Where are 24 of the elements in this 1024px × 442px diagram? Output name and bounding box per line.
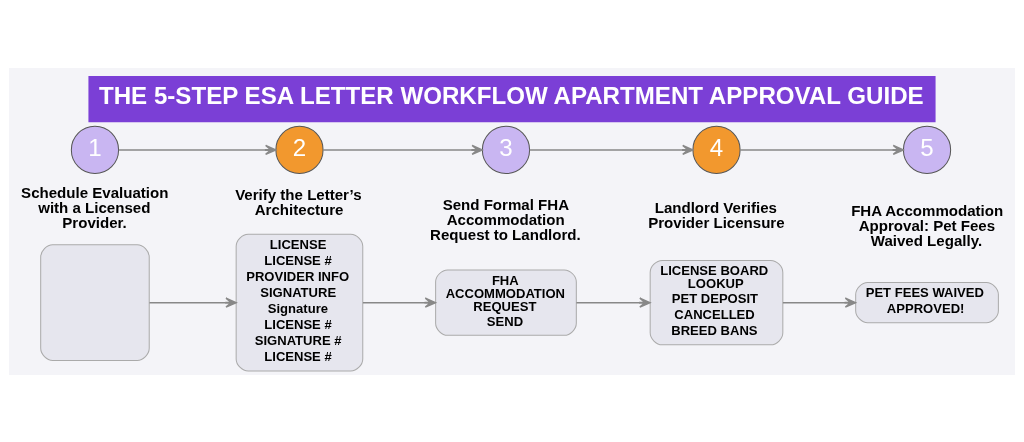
node-box: LICENSE BOARD LOOKUP PET DEPOSIT CANCELLED BREED BANS — [649, 259, 784, 345]
node-box — [40, 243, 150, 361]
arrow — [148, 296, 237, 308]
arrow — [118, 144, 277, 155]
arrow — [739, 144, 905, 155]
node-box: PET FEES WAIVED APPROVED! — [855, 281, 999, 323]
arrow — [322, 144, 483, 155]
arrow — [575, 296, 651, 308]
node-box: FHA ACCOMMODATION REQUEST SEND — [435, 269, 577, 336]
node-circle: 2 — [275, 125, 324, 174]
node-label: FHA Accommodation Approval: Pet Fees Waived Legally. — [851, 201, 1004, 249]
diagram-title: THE 5-STEP ESA LETTER WORKFLOW APARTMENT APPROVAL GUIDE — [98, 81, 924, 109]
node-box: LICENSE LICENSE # PROVIDER INFO SIGNATURE Signature LICENSE # SIGNATURE # LICENSE # — [235, 233, 364, 371]
node-label: Verify the Letter’s Architecture — [235, 185, 362, 218]
node-circle: 5 — [902, 125, 952, 174]
arrow — [782, 296, 857, 308]
node-circle: 3 — [481, 125, 531, 174]
arrow — [528, 144, 694, 155]
node-circle: 4 — [692, 125, 741, 174]
node-circle: 1 — [70, 125, 120, 174]
arrow — [362, 296, 437, 308]
node-label: Schedule Evaluation with a Licensed Provider. — [21, 183, 169, 231]
node-label: Send Formal FHA Accommodation Request to Landlord. — [430, 195, 581, 243]
node-label: Landlord Verifies Provider Licensure — [648, 198, 785, 231]
